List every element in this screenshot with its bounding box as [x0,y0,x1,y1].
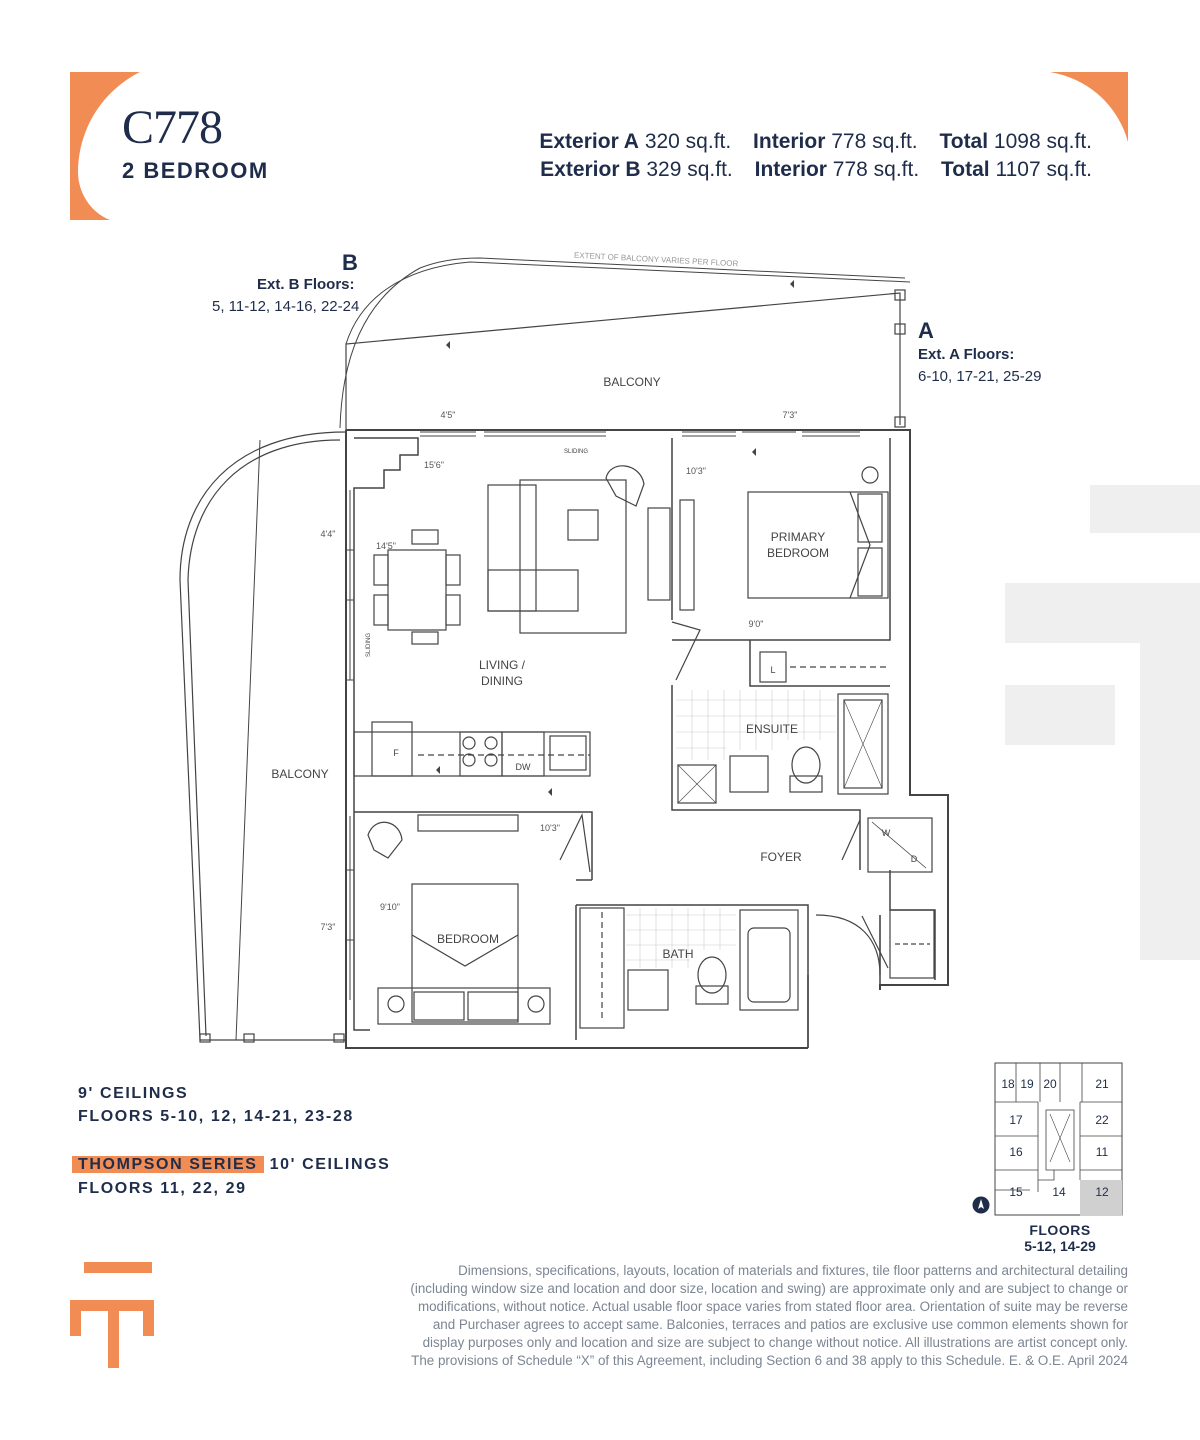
balcony-left-label: BALCONY [271,767,328,781]
ceiling-standard-title: 9' CEILINGS [78,1085,189,1102]
ext-a-title: Ext. A Floors: [918,346,1015,363]
disclaimer: Dimensions, specifications, layouts, loc… [320,1262,1128,1370]
exterior-a-value: 320 sq.ft. [644,130,732,153]
living-label-2: DINING [481,674,523,688]
area-row-a: Exterior A 320 sq.ft. Interior 778 sq.ft… [539,130,1092,154]
brand-watermark [1005,485,1200,960]
key-unit-22: 22 [1095,1113,1109,1127]
unit-type: 2 BEDROOM [122,158,269,183]
ext-b-letter: B [342,250,358,275]
dim-4: 10'3" [686,466,706,476]
total-a-value: 1098 sq.ft. [993,130,1092,153]
disclaimer-line: and Purchaser agrees to accept same. Bal… [432,1317,1128,1332]
thompson-series-tag: THOMPSON SERIES [72,1156,264,1173]
dim-1: 4'5" [441,410,456,420]
balcony-left-outline [179,431,347,1041]
dim-8: 10'3" [540,823,560,833]
ceiling-series-floors: FLOORS 11, 22, 29 [78,1180,247,1197]
sliding-label-top: SLIDING [564,449,588,455]
ext-b-title: Ext. B Floors: [257,276,355,293]
key-plan: 18 19 20 21 17 22 16 11 15 14 12 [994,1062,1123,1216]
ext-a-floors: 6-10, 17-21, 25-29 [918,368,1042,385]
corner-accent-right [1050,72,1128,142]
key-unit-12: 12 [1095,1185,1109,1199]
disclaimer-line: (including window size and location and … [410,1281,1128,1296]
floor-plan [179,257,949,1049]
foyer-label: FOYER [760,850,802,864]
dim-9: 9'10" [380,902,400,912]
highlighted-unit [1080,1180,1122,1216]
total-b-value: 1107 sq.ft. [995,158,1092,181]
key-unit-21: 21 [1095,1077,1109,1091]
exterior-b-value: 329 sq.ft. [646,158,733,181]
interior-a-label: Interior [753,130,826,153]
dim-5: 4'4" [321,529,336,539]
plan-labels: EXTENT OF BALCONY VARIES PER FLOOR BALCO… [271,251,918,961]
dryer-label: D [911,854,918,864]
interior-b-value: 778 sq.ft. [832,158,920,181]
linen-label: L [770,665,775,675]
sliding-label-side: SLIDING [366,633,372,657]
balcony-extent-note: EXTENT OF BALCONY VARIES PER FLOOR [574,251,739,269]
key-unit-17: 17 [1009,1113,1023,1127]
north-arrow-icon [972,1196,990,1214]
total-a-label: Total [939,130,989,153]
ensuite-label: ENSUITE [746,722,798,736]
ceiling-series-row: THOMPSON SERIES 10' CEILINGS [72,1156,390,1174]
dim-7: 9'0" [749,619,764,629]
washer-label: W [882,828,891,838]
dim-6: 14'5" [376,541,396,551]
disclaimer-line: Dimensions, specifications, layouts, loc… [458,1263,1128,1278]
ext-b-floors: 5, 11-12, 14-16, 22-24 [212,298,360,315]
unit-code: C778 [122,101,223,154]
key-unit-20: 20 [1043,1077,1057,1091]
area-row-b: Exterior B 329 sq.ft. Interior 778 sq.ft… [540,158,1092,182]
disclaimer-line: display purposes only and location and s… [422,1335,1128,1350]
key-unit-18: 18 [1001,1077,1015,1091]
disclaimer-line: modifications, without notice. Actual us… [417,1299,1128,1314]
key-unit-15: 15 [1009,1185,1023,1199]
key-plan-range: 5-12, 14-29 [1024,1238,1096,1254]
key-unit-14: 14 [1052,1185,1066,1199]
interior-b-label: Interior [754,158,827,181]
key-unit-16: 16 [1009,1145,1023,1159]
dishwasher-label: DW [516,762,531,772]
primary-bedroom-label-1: PRIMARY [771,530,825,544]
thompson-logo-icon [70,1262,154,1368]
balcony-top-label: BALCONY [603,375,660,389]
dim-3: 15'6" [424,460,444,470]
living-label-1: LIVING / [479,658,526,672]
balcony-top-outline [345,292,901,430]
key-plan-title: FLOORS [1029,1222,1091,1238]
dim-10: 7'3" [321,922,336,932]
fridge-label: F [393,748,399,758]
key-unit-19: 19 [1020,1077,1034,1091]
total-b-label: Total [941,158,990,181]
exterior-a-label: Exterior A [539,130,639,153]
interior-a-value: 778 sq.ft. [831,130,918,153]
ceiling-standard-floors: FLOORS 5-10, 12, 14-21, 23-28 [78,1108,354,1125]
series-ceiling-height: 10' CEILINGS [269,1156,391,1173]
dim-2: 7'3" [783,410,798,420]
exterior-b-label: Exterior B [540,158,641,181]
key-unit-11: 11 [1096,1145,1109,1159]
primary-bedroom-label-2: BEDROOM [767,546,829,560]
bedroom-label: BEDROOM [437,932,499,946]
bath-label: BATH [662,947,693,961]
disclaimer-line: The provisions of Schedule “X” of this A… [411,1353,1128,1368]
ext-a-letter: A [918,318,934,343]
corner-accent-left [70,72,140,220]
